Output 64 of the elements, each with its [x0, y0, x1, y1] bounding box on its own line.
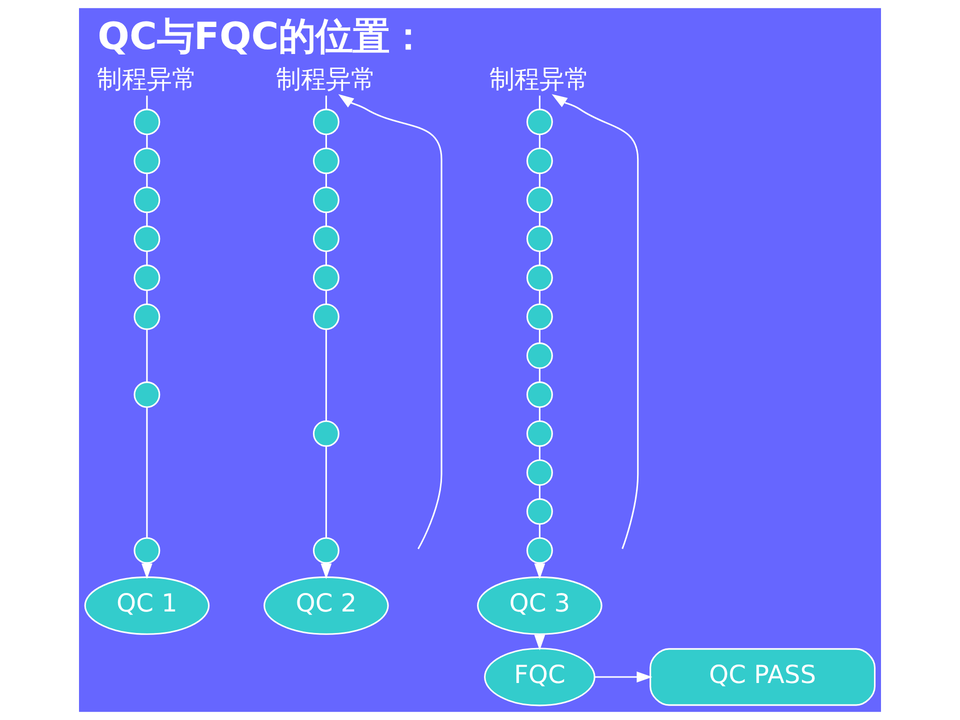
connector: [325, 290, 327, 304]
arrow: [594, 672, 652, 682]
node-circle: [526, 226, 553, 252]
node-circle: [312, 108, 340, 136]
connector: [538, 96, 540, 110]
node-ellipse: FQC: [484, 648, 596, 706]
node-circle: [134, 186, 160, 214]
node-circle: [526, 148, 553, 174]
connector: [325, 174, 327, 188]
connector: [146, 96, 148, 110]
node-circle: [526, 303, 553, 330]
connector: [325, 134, 327, 148]
node-text: 制程异常: [276, 66, 376, 94]
node-circle: [134, 148, 160, 174]
arrow: [552, 94, 639, 550]
node-box: QC PASS: [650, 648, 876, 706]
connector: [325, 446, 327, 538]
connector: [146, 329, 148, 382]
node-circle: [312, 226, 340, 252]
connector: [538, 524, 540, 538]
node-circle: [312, 186, 340, 214]
connector: [146, 252, 148, 266]
connector: [538, 212, 540, 226]
connector: [538, 408, 540, 421]
node-circle: [526, 342, 553, 369]
node-circle: [526, 498, 553, 525]
node-circle: [312, 148, 340, 174]
diagram-title: QC与FQC的位置：: [98, 14, 427, 58]
node-circle: [526, 108, 553, 136]
node-circle: [526, 420, 553, 447]
node-circle: [526, 186, 553, 214]
arrow: [338, 94, 442, 550]
node-circle: [134, 381, 160, 408]
node-circle: [312, 264, 340, 291]
connector: [325, 212, 327, 226]
connector: [325, 252, 327, 266]
connector: [538, 446, 540, 460]
connector: [538, 485, 540, 499]
connector: [538, 330, 540, 343]
connector: [146, 174, 148, 188]
node-circle: [526, 459, 553, 486]
node-circle: [134, 264, 160, 291]
connector: [146, 407, 148, 538]
connector: [538, 134, 540, 148]
connector: [538, 252, 540, 266]
connector: [325, 330, 327, 421]
connector: [146, 290, 148, 304]
node-circle: [134, 108, 160, 136]
node-circle: [526, 381, 553, 408]
node-text: 制程异常: [96, 66, 197, 94]
connector: [146, 212, 148, 226]
node-ellipse: QC 1: [84, 576, 210, 635]
node-text: 制程异常: [490, 66, 590, 94]
connector: [325, 96, 327, 110]
node-ellipse: QC 2: [264, 576, 389, 635]
node-circle: [134, 226, 160, 252]
connector: [538, 290, 540, 304]
connector: [538, 368, 540, 382]
node-circle: [312, 420, 340, 447]
connector: [146, 134, 148, 148]
connector: [538, 174, 540, 188]
node-circle: [526, 264, 553, 291]
node-circle: [312, 303, 340, 330]
node-circle: [134, 303, 160, 330]
